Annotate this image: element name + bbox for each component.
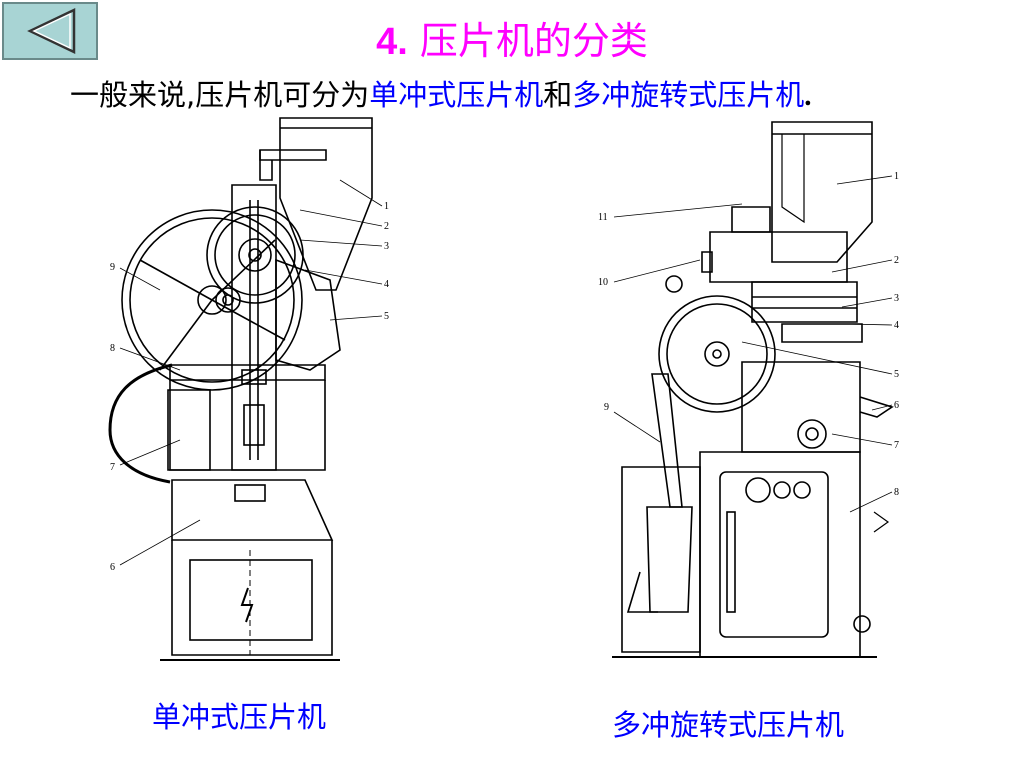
single-punch-caption: 单冲式压片机 [152,700,327,734]
single-label-7: 7 [110,462,115,473]
subtitle: 一般来说,压片机可分为单冲式压片机和多冲旋转式压片机. [70,72,812,114]
subtitle-suffix: . [804,80,812,112]
single-punch-term: 单冲式压片机 [369,78,544,112]
subtitle-prefix: 一般来说,压片机可分为 [70,78,370,112]
single-label-8: 8 [110,343,115,354]
single-label-3: 3 [384,241,389,252]
rotary-label-9: 9 [604,402,609,413]
title-text: 压片机的分类 [419,19,648,63]
rotary-label-8: 8 [894,487,899,498]
rotary-label-5: 5 [894,369,899,380]
subtitle-conjunction: 和 [543,78,573,112]
rotary-press-diagram: 1 2 3 4 5 6 7 8 9 10 11 [598,121,899,658]
back-button[interactable] [2,2,98,60]
single-label-6: 6 [110,562,115,573]
rotary-label-11: 11 [598,212,608,223]
rotary-label-6: 6 [894,400,899,411]
single-label-4: 4 [384,279,389,290]
single-label-1: 1 [384,201,389,212]
single-label-2: 2 [384,221,389,232]
rotary-caption: 多冲旋转式压片机 [612,708,845,742]
page-title: 4. 压片机的分类 [0,10,1024,65]
single-label-5: 5 [384,311,389,322]
rotary-label-2: 2 [894,255,899,266]
rotary-label-7: 7 [894,440,899,451]
rotary-label-10: 10 [598,277,608,288]
title-number: 4. [376,21,408,63]
rotary-label-4: 4 [894,320,899,331]
single-label-9: 9 [110,262,115,273]
rotary-term: 多冲旋转式压片机 [572,78,805,112]
triangle-left-icon [27,8,76,54]
rotary-label-1: 1 [894,171,899,182]
single-punch-press-diagram: 1 2 3 4 5 6 7 8 9 [108,117,389,661]
rotary-label-3: 3 [894,293,899,304]
